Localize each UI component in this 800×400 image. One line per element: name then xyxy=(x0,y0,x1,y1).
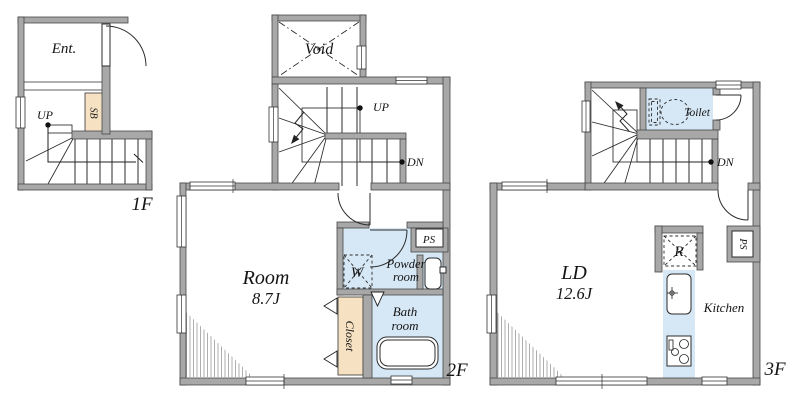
room-door xyxy=(337,192,371,226)
floor-2f xyxy=(176,14,451,389)
up-start-dot-2f xyxy=(357,105,363,111)
window-1f-left xyxy=(15,96,26,129)
stove-icon xyxy=(666,335,692,367)
dn-start-dot-2f xyxy=(399,159,405,165)
room-label: Room xyxy=(242,267,290,289)
closet-area xyxy=(337,296,364,376)
floor-label-3f: 3F xyxy=(763,359,786,380)
kitchen-sink-icon xyxy=(666,273,692,315)
toilet-door xyxy=(715,94,742,121)
pipe-space-3f-box xyxy=(731,230,754,258)
slope-hatch-2f xyxy=(186,312,253,377)
room-size-label: 8.7J xyxy=(252,289,281,308)
bath-door-mark xyxy=(370,291,385,308)
windows-2f xyxy=(176,45,428,389)
powder-room-label-2: room xyxy=(393,270,419,284)
bathtub xyxy=(376,336,439,370)
closet-bifold-mark-top xyxy=(323,297,338,315)
kitchen-label: Kitchen xyxy=(703,300,744,315)
fridge-space xyxy=(663,235,697,267)
void-area xyxy=(278,21,360,77)
washer-label: W xyxy=(351,265,365,281)
up-start-dot xyxy=(45,122,51,128)
slope-hatch-3f xyxy=(497,312,564,377)
dn-label-2f: DN xyxy=(406,155,425,169)
up-label-2f: UP xyxy=(373,100,390,114)
ld-size-label: 12.6J xyxy=(556,284,593,303)
dn-label-3f: DN xyxy=(716,155,735,169)
bath-room-label-2: room xyxy=(392,318,419,333)
shoe-box-label: SB xyxy=(88,107,99,118)
powder-room-door xyxy=(369,229,408,268)
toilet-icon xyxy=(648,98,690,126)
floor-3f xyxy=(486,80,761,389)
fridge-label: R xyxy=(673,244,683,260)
labels: Ent. SB UP 1F Void UP DN Room 8.7J W Pow… xyxy=(37,41,786,381)
entrance-label: Ent. xyxy=(51,41,77,57)
powder-room-label-1: Powder xyxy=(386,257,426,271)
floor-label-2f: 2F xyxy=(446,360,468,381)
pipe-space-2f-box xyxy=(415,228,444,248)
bath-room-label-1: Bath xyxy=(393,304,418,319)
floor-label-1f: 1F xyxy=(131,194,153,215)
walls-3f xyxy=(489,81,761,386)
stairs-2f xyxy=(278,87,407,187)
closet-label: Closet xyxy=(343,321,357,352)
ps-label-3f: PS xyxy=(737,237,748,249)
dn-start-dot-3f xyxy=(708,159,714,165)
entrance-door xyxy=(101,23,147,67)
door-leaf xyxy=(101,23,111,67)
stairs-1f xyxy=(25,122,144,185)
ps-label-2f: PS xyxy=(422,234,436,246)
ld-label: LD xyxy=(560,262,587,284)
void-label: Void xyxy=(305,41,334,58)
floor-1f xyxy=(15,16,153,191)
closet-bifold-mark-bottom xyxy=(323,350,338,368)
ld-door xyxy=(717,189,749,221)
up-label-1f: UP xyxy=(37,108,54,122)
walls-2f xyxy=(179,14,451,386)
washing-machine xyxy=(343,254,373,289)
toilet-label: Toilet xyxy=(684,107,711,119)
stairs-3f xyxy=(591,89,719,187)
wash-basin xyxy=(424,257,447,290)
windows-3f xyxy=(486,80,742,389)
